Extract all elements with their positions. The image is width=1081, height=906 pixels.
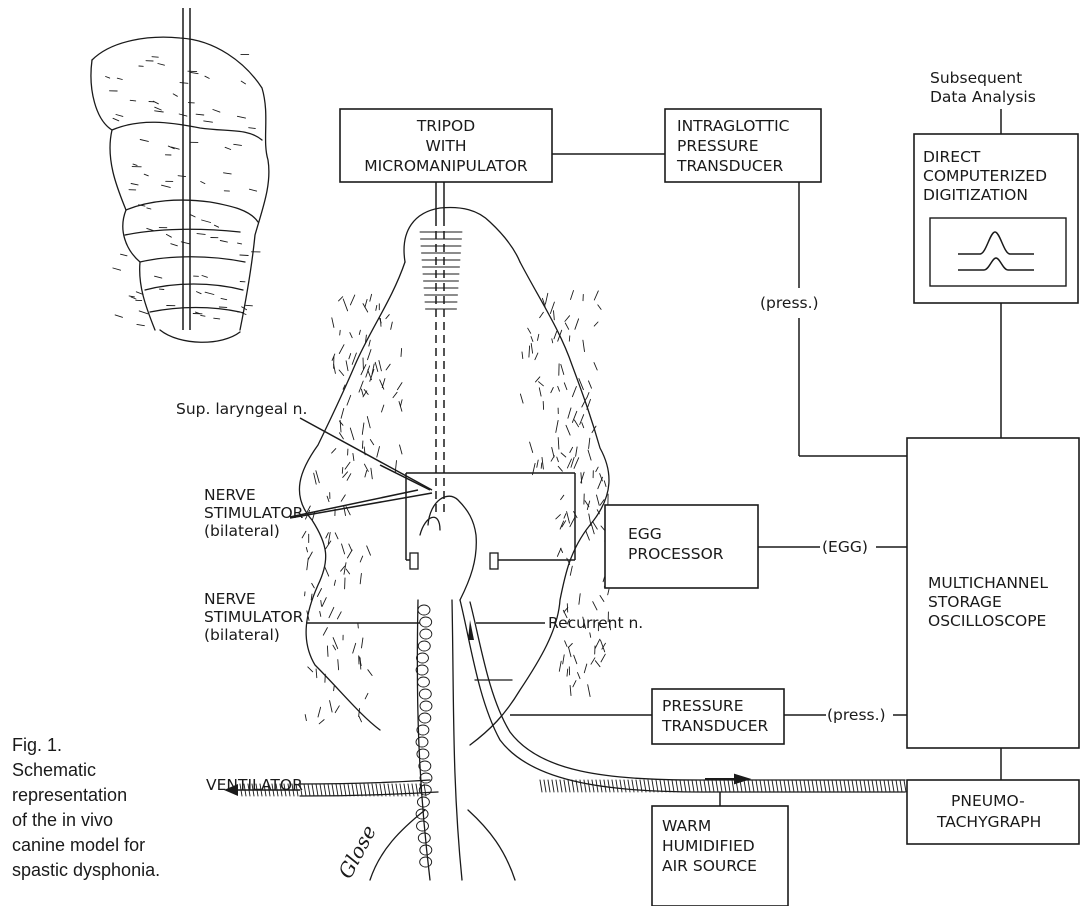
connection-lines [224, 109, 1001, 806]
press-signal-lower: (press.) [827, 706, 886, 724]
pressure-transducer-line-2: TRANSDUCER [661, 717, 769, 735]
press-signal-top: (press.) [760, 294, 819, 312]
air-source-line-2: HUMIDIFIED [662, 837, 755, 855]
sup-laryngeal-label: Sup. laryngeal n. [176, 400, 307, 418]
nerve-stim-2-line-3: (bilateral) [204, 626, 280, 644]
digitization-line-1: DIRECT [923, 148, 981, 166]
pressure-transducer-box: PRESSURE TRANSDUCER [652, 689, 784, 744]
intraglottic-line-1: INTRAGLOTTIC [677, 117, 789, 135]
subsequent-label-1: Subsequent [930, 69, 1022, 87]
canine-neck-illustration [240, 182, 906, 880]
air-source-box: WARM HUMIDIFIED AIR SOURCE [652, 806, 788, 906]
pneumotachygraph-box: PNEUMO- TACHYGRAPH [907, 780, 1079, 844]
egg-processor-line-2: PROCESSOR [628, 545, 724, 563]
egg-processor-box: EGG PROCESSOR [605, 505, 758, 588]
pneumotachygraph-line-1: PNEUMO- [951, 792, 1025, 810]
screen-display [930, 218, 1066, 286]
oscilloscope-line-1: MULTICHANNEL [928, 574, 1048, 592]
digitization-line-2: COMPUTERIZED [923, 167, 1047, 185]
tripod-box: TRIPOD WITH MICROMANIPULATOR [340, 109, 552, 182]
nerve-stim-1-line-1: NERVE [204, 486, 256, 504]
caption-line-1: Fig. 1. [12, 735, 62, 755]
egg-signal-label: (EGG) [822, 538, 868, 556]
pressure-transducer-line-1: PRESSURE [662, 697, 744, 715]
nerve-stim-1-line-2: STIMULATOR [204, 504, 304, 522]
air-source-line-3: AIR SOURCE [662, 857, 757, 875]
caption-line-2: Schematic [12, 760, 96, 780]
nerve-stim-2-line-1: NERVE [204, 590, 256, 608]
subsequent-label-2: Data Analysis [930, 88, 1036, 106]
oscilloscope-box: MULTICHANNEL STORAGE OSCILLOSCOPE [907, 438, 1079, 748]
recurrent-nerve-label: Recurrent n. [548, 614, 643, 632]
tripod-line-2: WITH [425, 137, 466, 155]
egg-processor-line-1: EGG [628, 525, 662, 543]
tripod-line-1: TRIPOD [416, 117, 475, 135]
larynx-illustration [91, 8, 269, 342]
caption-line-4: of the in vivo [12, 810, 113, 830]
intraglottic-line-3: TRANSDUCER [676, 157, 784, 175]
nerve-stim-2-line-2: STIMULATOR [204, 608, 304, 626]
tripod-line-3: MICROMANIPULATOR [364, 157, 528, 175]
digitization-box: DIRECT COMPUTERIZED DIGITIZATION [914, 134, 1078, 303]
nerve-stim-1-line-3: (bilateral) [204, 522, 280, 540]
oscilloscope-line-2: STORAGE [928, 593, 1002, 611]
oscilloscope-line-3: OSCILLOSCOPE [928, 612, 1046, 630]
intraglottic-box: INTRAGLOTTIC PRESSURE TRANSDUCER [665, 109, 821, 182]
digitization-line-3: DIGITIZATION [923, 186, 1028, 204]
figure-caption: Fig. 1. Schematic representation of the … [12, 735, 160, 880]
caption-line-5: canine model for [12, 835, 145, 855]
ventilator-label: VENTILATOR [206, 776, 303, 794]
caption-line-6: spastic dysphonia. [12, 860, 160, 880]
caption-line-3: representation [12, 785, 127, 805]
pneumotachygraph-line-2: TACHYGRAPH [936, 813, 1041, 831]
air-source-line-1: WARM [662, 817, 711, 835]
artist-signature: Glose [333, 821, 381, 882]
intraglottic-line-2: PRESSURE [677, 137, 759, 155]
